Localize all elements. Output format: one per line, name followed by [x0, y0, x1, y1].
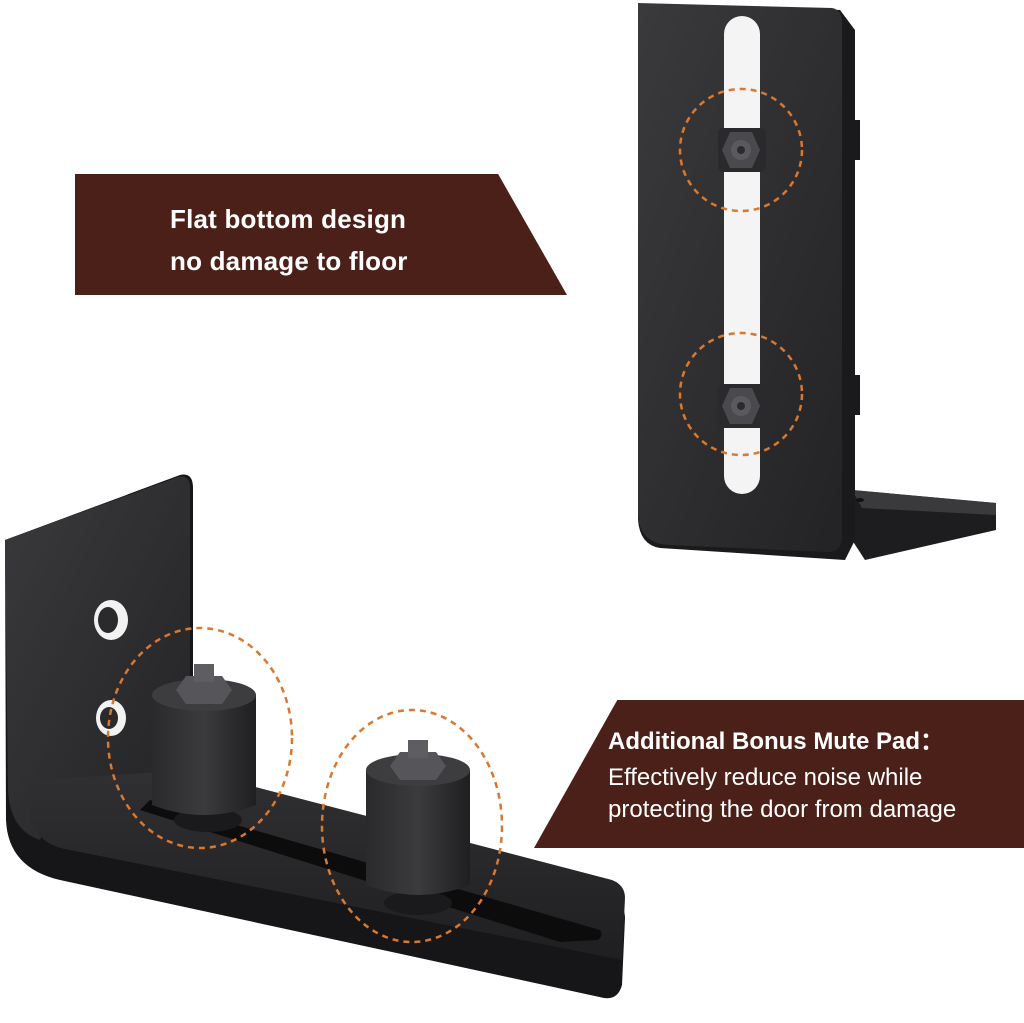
mute-pad-roller-left — [152, 664, 256, 832]
highlight-ring-bolt-upper — [678, 87, 804, 213]
mute-pad-roller-right — [366, 740, 470, 915]
mute-pad-callout: Additional Bonus Mute Pad： Effectively r… — [534, 700, 1024, 848]
slot-bolt-upper — [718, 128, 766, 172]
highlight-ring-roller-left — [106, 626, 294, 850]
highlight-ring-bolt-lower — [678, 331, 804, 457]
floor-guide-bracket — [5, 474, 625, 999]
slot-bolt-lower — [718, 384, 766, 428]
flat-bottom-line-2: no damage to floor — [170, 246, 408, 276]
mute-pad-line-1: Effectively reduce noise while — [608, 764, 923, 791]
upright-bracket — [638, 3, 996, 560]
flat-bottom-callout: Flat bottom design no damage to floor — [75, 174, 567, 295]
mute-pad-line-2: protecting the door from damage — [608, 796, 957, 823]
mute-pad-title: Additional Bonus Mute Pad： — [608, 728, 944, 755]
highlight-ring-roller-right — [320, 708, 504, 944]
flat-bottom-line-1: Flat bottom design — [170, 204, 407, 234]
